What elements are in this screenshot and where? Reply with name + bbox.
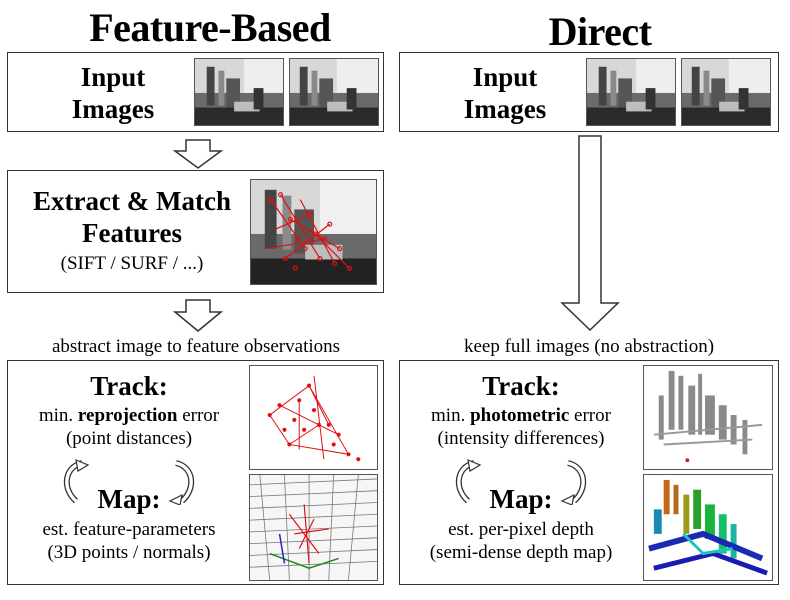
right-track-bold: photometric (470, 405, 570, 426)
right-input-image-2 (681, 58, 771, 126)
left-input-image-2 (289, 58, 379, 126)
extract-label: Extract & Match Features (14, 185, 250, 249)
right-track-map-box: Track: min. photometric error (intensity… (399, 360, 779, 585)
cycle-arrow-right-icon (168, 460, 194, 505)
left-input-label: Input Images (48, 61, 178, 125)
title-feature-based: Feature-Based (89, 5, 331, 50)
block-down-arrow-icon (173, 299, 223, 332)
right-input-label: Input Images (440, 61, 570, 125)
left-extract-match-box: Extract & Match Features (SIFT / SURF / … (7, 170, 384, 293)
right-caption: keep full images (no abstraction) (463, 336, 715, 357)
left-map-line1: est. feature-parameters (42, 519, 216, 540)
cycle-arrow-right-icon (560, 460, 586, 505)
right-input-image-1 (586, 58, 676, 126)
feature-map-panel (249, 474, 378, 581)
cycle-arrow-left-icon (456, 459, 482, 504)
left-track-line: min. reprojection error (11, 405, 247, 427)
left-track-map-box: Track: min. reprojection error (point di… (7, 360, 384, 585)
extract-line2: Features (82, 218, 182, 248)
photometric-depth-panel (643, 365, 773, 470)
right-track-pre: min. (431, 405, 471, 426)
left-track-bold: reprojection (77, 405, 178, 426)
extract-sub: (SIFT / SURF / ...) (60, 253, 204, 274)
left-input-images-box: Input Images (7, 52, 384, 132)
block-down-arrow-icon (560, 135, 620, 331)
extract-line1: Extract & Match (33, 186, 231, 216)
semi-dense-depth-panel (643, 474, 773, 581)
reprojection-point-panel (249, 365, 378, 470)
right-input-line2: Images (463, 94, 547, 124)
right-map-line2: (semi-dense depth map) (429, 542, 613, 563)
right-track-line: min. photometric error (403, 405, 639, 427)
left-map-line2: (3D points / normals) (47, 542, 211, 563)
left-caption: abstract image to feature observations (51, 336, 341, 357)
left-track-title: Track: (90, 371, 168, 401)
right-map-line1: est. per-pixel depth (448, 519, 594, 540)
title-direct: Direct (548, 9, 652, 54)
left-track-sub: (point distances) (65, 428, 193, 449)
cycle-arrow-left-icon (64, 459, 90, 504)
right-track-sub: (intensity differences) (437, 428, 605, 449)
left-input-line1: Input (80, 62, 146, 92)
left-track-post: error (177, 405, 220, 426)
block-down-arrow-icon (173, 139, 223, 169)
left-input-image-1 (194, 58, 284, 126)
right-track-title: Track: (482, 371, 560, 401)
left-map-title: Map: (97, 484, 161, 514)
right-input-images-box: Input Images (399, 52, 779, 132)
right-input-line1: Input (472, 62, 538, 92)
left-track-pre: min. (38, 405, 78, 426)
left-input-line2: Images (71, 94, 155, 124)
right-track-post: error (569, 405, 611, 426)
extract-features-image (250, 179, 377, 285)
right-map-title: Map: (489, 484, 553, 514)
